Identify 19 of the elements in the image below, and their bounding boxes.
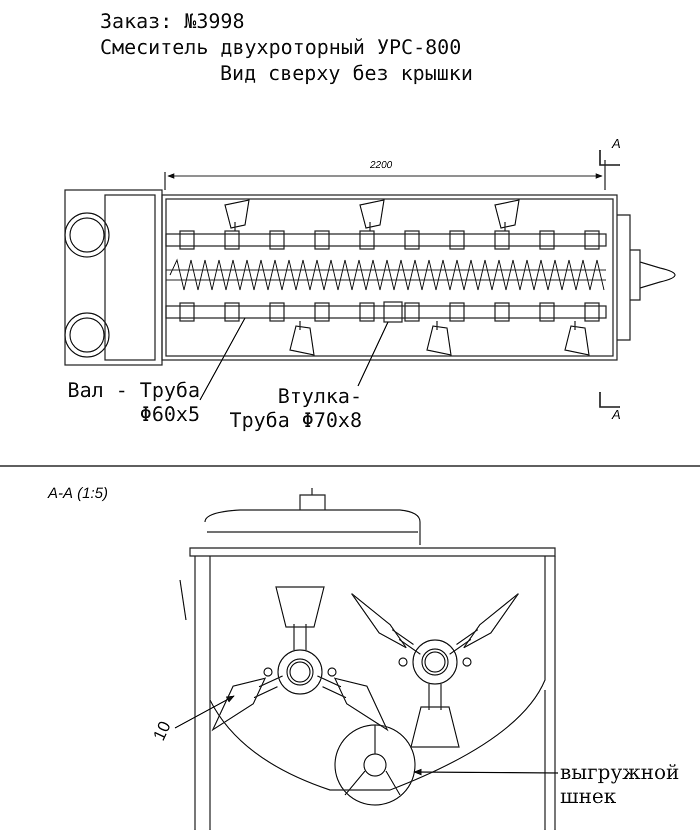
bushing <box>383 301 403 323</box>
leader-line <box>357 322 389 386</box>
order-number: Заказ: №3998 <box>100 10 244 33</box>
leader-line <box>174 695 235 729</box>
leader-line <box>199 318 246 400</box>
callout-label: Втулка- Труба Φ70х8 <box>210 384 362 432</box>
dimension-value: 2200 <box>370 160 392 172</box>
mixer-blade <box>211 677 266 732</box>
title: Смеситель двухроторный УРС-800 <box>100 36 462 59</box>
section-letter: А <box>612 408 621 423</box>
section-title: А-А (1:5) <box>48 485 108 502</box>
leader-line <box>413 768 558 776</box>
subtitle: Вид сверху без крышки <box>220 62 473 85</box>
callout-label: выгружной шнек <box>560 760 700 808</box>
shaft <box>165 305 607 319</box>
section-letter: А <box>612 137 621 152</box>
callout-label: Вал - Труба Φ60х5 <box>40 378 200 426</box>
callout-number: 10 <box>149 708 181 744</box>
discharge-screw <box>334 724 416 806</box>
